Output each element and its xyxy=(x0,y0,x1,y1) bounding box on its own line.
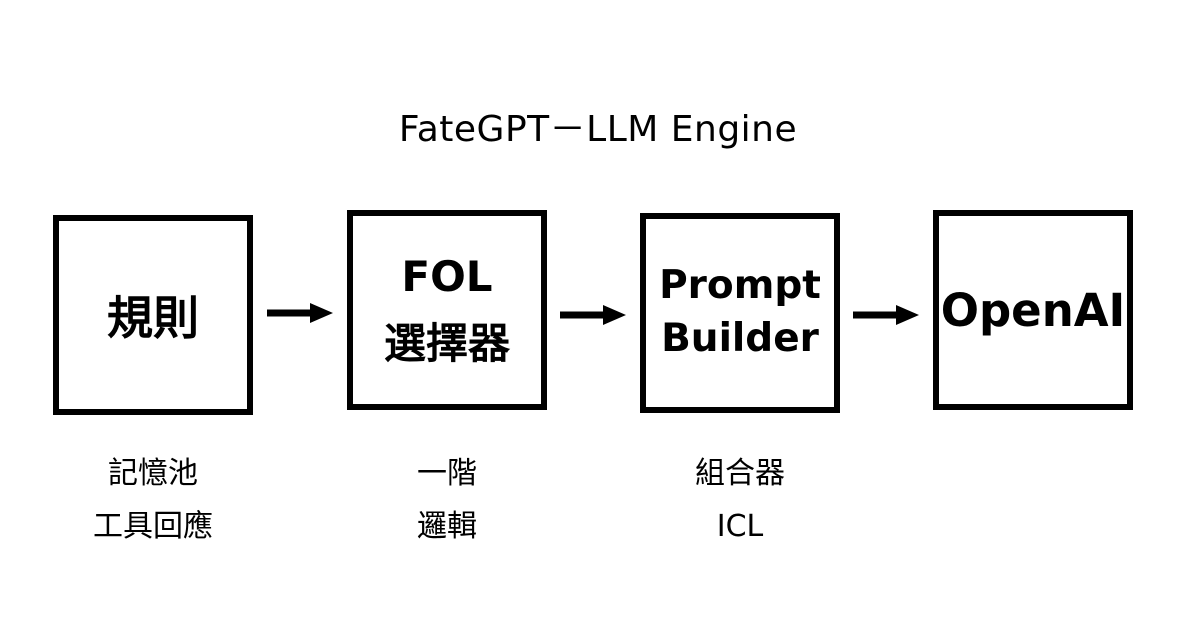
node-prompt-builder-box: Prompt Builder xyxy=(640,213,840,413)
caption-line: 一階 xyxy=(417,456,477,491)
node-prompt-builder-label-line-2: Builder xyxy=(661,316,819,361)
node-openai-label: OpenAI xyxy=(940,283,1126,337)
arrow-right-icon xyxy=(853,304,919,326)
node-fol-selector-caption: 一階 邏輯 xyxy=(347,447,547,553)
caption-line: 組合器 xyxy=(695,456,785,491)
node-rules-label: 規則 xyxy=(107,291,199,345)
diagram-title: FateGPT－LLM Engine xyxy=(398,109,798,150)
node-fol-selector-box: FOL 選擇器 xyxy=(347,210,547,410)
caption-line: 邏輯 xyxy=(417,509,477,544)
node-prompt-builder-label-line-1: Prompt xyxy=(659,263,821,309)
node-rules-box: 規則 xyxy=(53,215,253,415)
node-prompt-builder-caption: 組合器 ICL xyxy=(640,447,840,553)
node-openai-box: OpenAI xyxy=(933,210,1133,410)
node-fol-selector-label-line-1: FOL xyxy=(401,251,493,301)
node-fol-selector-label-line-2: 選擇器 xyxy=(383,319,510,368)
node-rules-caption: 記憶池 工具回應 xyxy=(53,447,253,553)
arrow-right-icon xyxy=(267,302,333,324)
caption-line: 工具回應 xyxy=(93,509,213,544)
caption-line: 記憶池 xyxy=(108,456,198,491)
caption-line: ICL xyxy=(716,509,764,544)
arrow-right-icon xyxy=(560,304,626,326)
